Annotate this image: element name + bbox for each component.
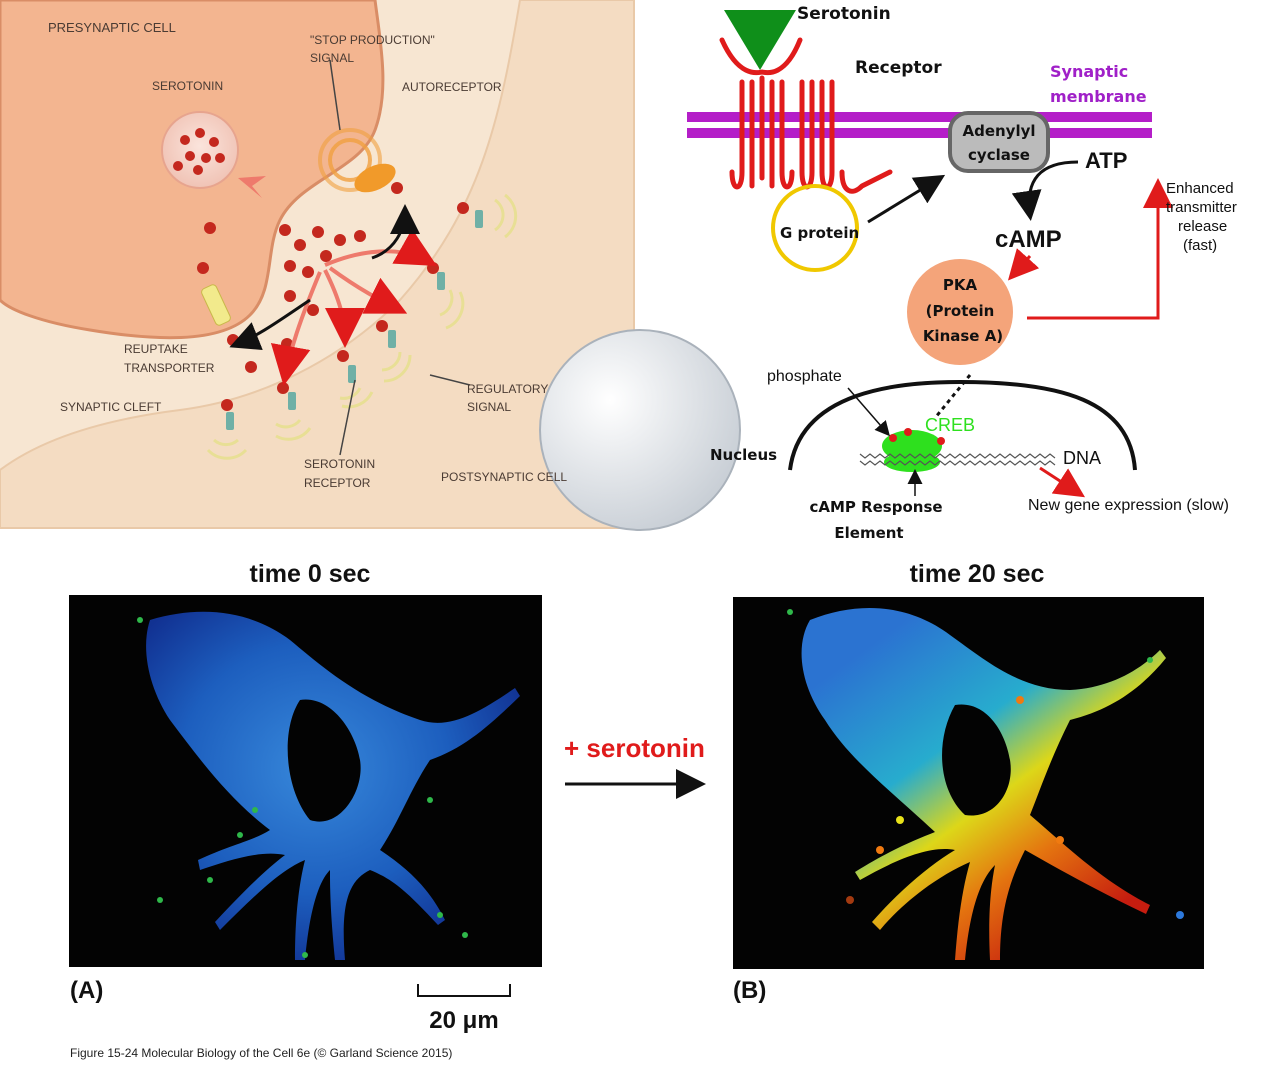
new-gene-expression-label: New gene expression (slow) [1028,497,1229,514]
panel-a-neuron [146,611,520,960]
creb-label: CREB [925,415,975,435]
reuptake-arrow [229,298,311,351]
camp-to-pka-arrow [1007,248,1040,281]
scale-bar [417,984,511,997]
enhanced-release-line2: transmitter [1166,199,1237,216]
serotonin-receptor-label-line2: RECEPTOR [304,476,371,490]
regulatory-signal-label-line1: REGULATORY [467,382,548,396]
regulatory-signal-label-line2: SIGNAL [467,400,511,414]
treatment-label: + serotonin [564,733,705,763]
reuptake-label-line1: REUPTAKE [124,342,188,356]
phosphate-dots [889,428,945,445]
phosphate-label: phosphate [767,368,842,385]
gprotein-to-cyclase-arrow [867,174,946,224]
adenylyl-cyclase-box [948,111,1050,173]
serotonin-label: Serotonin [797,4,891,24]
nucleus-envelope [788,379,1137,471]
dna-label: DNA [1063,448,1101,468]
synaptic-cleft-label: SYNAPTIC CLEFT [60,400,162,414]
reuptake-label-line2: TRANSPORTER [124,361,215,375]
presynaptic-cell-label: PRESYNAPTIC CELL [48,20,176,35]
pka-label-line2: (Protein [926,302,995,320]
synapse-illustration: PRESYNAPTIC CELL SEROTONIN "STOP PRODUCT… [0,0,741,531]
panel-a-green-speckles [137,617,468,958]
time-20-label: time 20 sec [910,560,1045,588]
microscopy-panels: time 0 sec time 20 sec + serotonin (A) [69,560,1204,1034]
adenylyl-cyclase-label-line1: Adenylyl [962,122,1035,140]
enhanced-release-line3: release [1178,218,1227,235]
g-protein-ring [771,184,859,272]
vesicle-serotonin-molecules [173,128,225,175]
time-0-label: time 0 sec [250,560,371,588]
stop-signal-pointer-line [329,59,341,131]
panel-b-neuron [801,608,1166,960]
receptor-label: Receptor [855,58,942,78]
autoreceptor-arrow [371,204,420,260]
camp-label: cAMP [995,226,1062,253]
postsynaptic-cell-label: POSTSYNAPTIC CELL [441,470,567,484]
panel-a-label: (A) [70,977,103,1004]
reuptake-transporter-icon [201,284,231,326]
serotonin-receptors-icons [226,210,483,430]
pka-feedback-arrow [1027,178,1173,320]
pka-label-line3: Kinase A) [923,327,1003,345]
regulatory-signal-waves [206,193,518,460]
vesicle-serotonin-label: SEROTONIN [152,79,223,93]
enhanced-release-line1: Enhanced [1166,180,1234,197]
receptor-pointer-line [339,379,356,456]
stop-signal-label-line1: "STOP PRODUCTION" [310,33,435,47]
synaptic-membrane-top [687,112,1152,122]
panel-a-image [69,595,542,967]
pka-into-nucleus-dashes [933,374,972,419]
signaling-pathway: Serotonin Receptor Synaptic membrane Ade… [687,4,1237,542]
postsynaptic-cell-body [0,0,635,529]
synaptic-membrane-label-line2: membrane [1050,87,1147,106]
nucleus-label: Nucleus [710,446,777,464]
phosphate-pointer-arrow [847,387,890,437]
diffusion-arrows [270,228,437,386]
g-protein-label: G protein [780,224,859,242]
stop-signal-label-line2: SIGNAL [310,51,354,65]
synaptic-vesicle [161,111,239,189]
panel-b-speckles [787,609,1184,919]
release-arrow [238,176,266,198]
dna-strand [859,453,1056,466]
serotonin-receptor-label-line1: SEROTONIN [304,457,375,471]
panel-b-image [733,597,1204,969]
scale-bar-label: 20 μm [429,1007,498,1034]
adenylyl-cyclase-label-line2: cyclase [968,146,1030,164]
synaptic-membrane-label-line1: Synaptic [1050,62,1128,81]
panel-b-label: (B) [733,977,766,1004]
cre-label-line2: Element [834,524,903,542]
gene-expression-arrow [1039,466,1086,498]
stop-signal-icon [318,128,396,193]
cre-label-line1: cAMP Response [809,498,942,516]
autoreceptor-label: AUTORECEPTOR [402,80,502,94]
enhanced-release-line4: (fast) [1183,237,1217,254]
serotonin-triangle-icon [724,10,796,70]
atp-to-camp-arrow [1011,160,1079,221]
pka-label-line1: PKA [943,276,978,294]
pka-circle [907,259,1013,365]
postsynaptic-nucleus [539,329,741,531]
figure-caption: Figure 15-24 Molecular Biology of the Ce… [70,1046,452,1060]
regulatory-pointer-line [429,374,471,386]
synaptic-membrane-bottom [687,128,1152,138]
atp-label: ATP [1085,148,1127,173]
